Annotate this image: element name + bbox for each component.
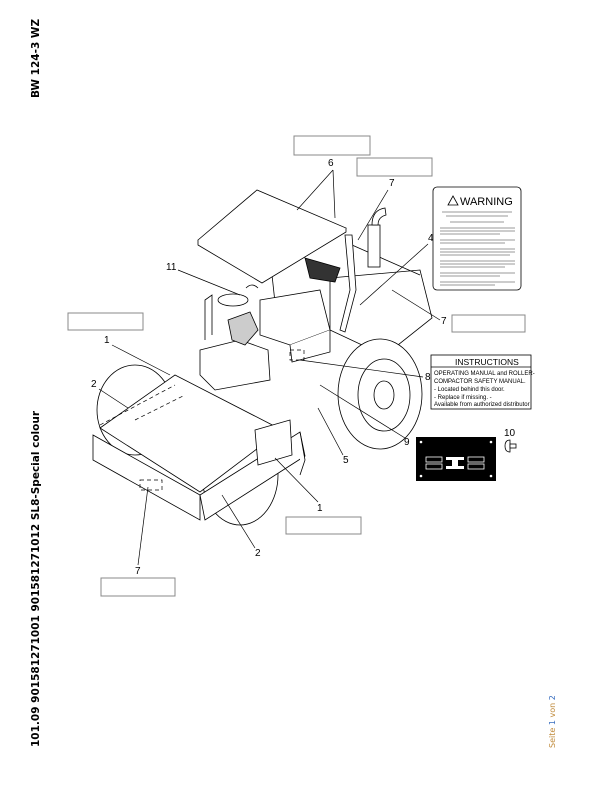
svg-text:INSTRUCTIONS: INSTRUCTIONS	[455, 357, 519, 367]
callout: 1	[104, 335, 110, 346]
svg-text:COMPACTOR SAFETY MANUAL.: COMPACTOR SAFETY MANUAL.	[434, 379, 526, 385]
type-plate	[416, 437, 496, 481]
front-frame	[92, 434, 201, 521]
callout: 7	[389, 178, 395, 189]
svg-text:- Replace if missing. -: - Replace if missing. -	[434, 395, 492, 401]
callout: 9	[404, 437, 410, 448]
instructions-decal: INSTRUCTIONS OPERATING MANUAL and ROLLER…	[430, 354, 535, 410]
callout: 2	[255, 548, 261, 559]
label-box	[285, 516, 362, 535]
callout: 6	[328, 158, 334, 169]
label-box	[451, 314, 526, 333]
svg-text:Available from authorized dist: Available from authorized distributor	[434, 402, 530, 408]
callout: 8	[425, 372, 431, 383]
empty-label-boxes	[67, 135, 526, 597]
label-box	[356, 157, 433, 177]
label-box	[293, 135, 371, 156]
warning-decal: WARNING	[432, 186, 522, 291]
callout: 11	[166, 262, 177, 273]
roller-drawing	[92, 189, 433, 526]
callout: 7	[441, 316, 447, 327]
warning-triangle-icon	[447, 195, 459, 206]
label-box	[67, 312, 144, 331]
rivet-icon	[504, 439, 517, 453]
steering-wheel	[217, 293, 249, 307]
callout: 4	[428, 233, 434, 244]
callout-numbers: 6 7 4 11 7 1 2 8 9 5 10 1 2 7	[91, 158, 516, 577]
svg-text:OPERATING MANUAL and ROLLER-: OPERATING MANUAL and ROLLER-	[434, 371, 535, 377]
callout: 10	[504, 428, 516, 439]
callout: 1	[317, 503, 323, 514]
callout: 2	[91, 379, 97, 390]
leader-lines	[98, 169, 441, 566]
svg-text:- Located behind this door.: - Located behind this door.	[434, 387, 505, 393]
callout: 7	[135, 566, 141, 577]
svg-text:WARNING: WARNING	[460, 196, 513, 208]
label-box	[100, 577, 176, 597]
callout: 5	[343, 455, 349, 466]
